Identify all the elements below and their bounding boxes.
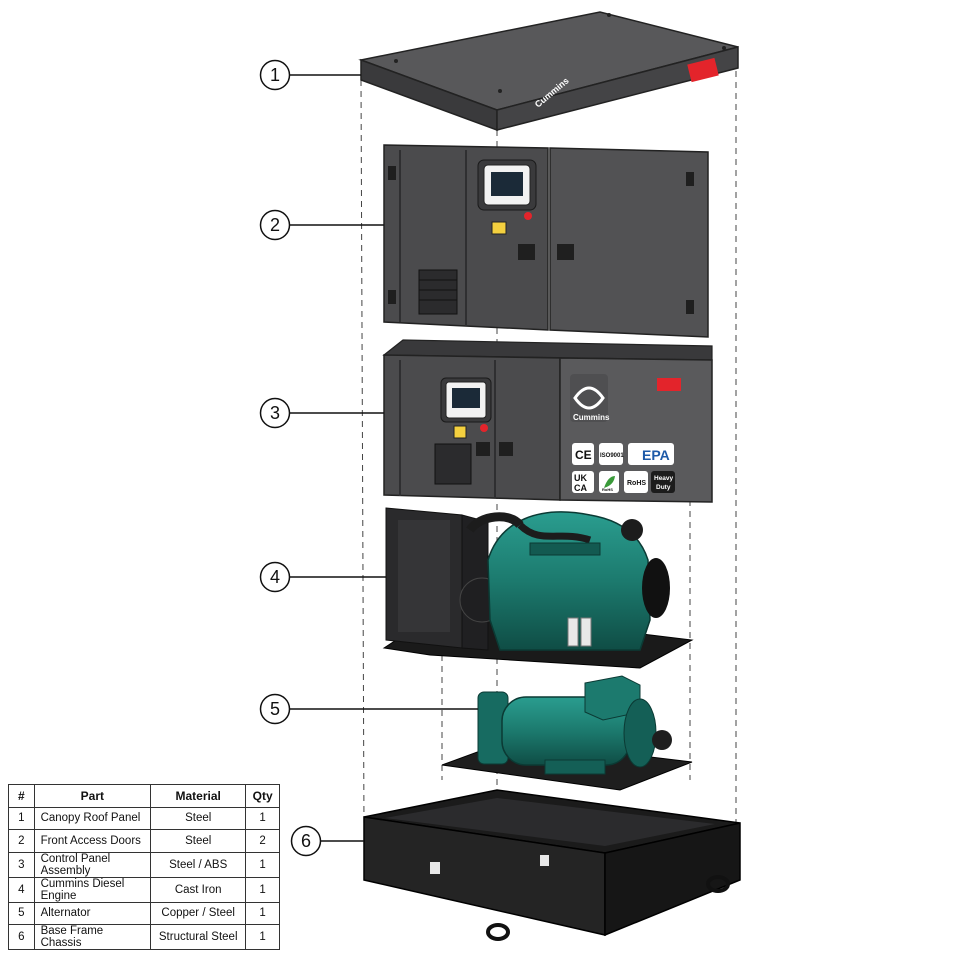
door-handle-right [557, 244, 574, 260]
callout-3-label: 3 [270, 403, 280, 423]
table-row: 6 Base Frame Chassis Structural Steel 1 [8, 924, 280, 950]
row-part: Cummins Diesel Engine [33, 876, 152, 903]
vent-grille [418, 269, 458, 315]
badge-epa: EPA [642, 447, 670, 463]
row-qty: 1 [245, 901, 280, 925]
badge-duty: Duty [656, 484, 671, 491]
callout-5: 5 [259, 693, 478, 725]
row-material: Copper / Steel [150, 901, 247, 925]
badge-rohs-leaf: RoHS [602, 487, 613, 492]
callout-6-label: 6 [301, 831, 311, 851]
row-qty: 1 [245, 924, 280, 950]
certification-badges: CE ISO9001 EPA UK CA RoHS RoHS Heavy Dut… [572, 443, 675, 493]
table-row: 2 Front Access Doors Steel 2 [8, 829, 280, 853]
callout-6: 6 [290, 825, 364, 857]
row-num: 5 [8, 901, 35, 925]
callout-2: 2 [259, 209, 384, 241]
badge-rohs: RoHS [627, 480, 646, 487]
header-part: Part [33, 784, 152, 808]
callout-4-label: 4 [270, 567, 280, 587]
header-material: Material [150, 784, 247, 808]
header-qty: Qty [245, 784, 280, 808]
canopy-roof-panel: Cummins [358, 11, 739, 132]
logo-wordmark: Cummins [573, 413, 610, 422]
callout-4: 4 [259, 561, 386, 593]
callout-3: 3 [259, 397, 384, 429]
table-row: 5 Alternator Copper / Steel 1 [8, 901, 280, 925]
badge-heavy: Heavy [654, 475, 674, 482]
warning-label [687, 57, 719, 83]
front-access-doors [383, 144, 709, 338]
row-part: Alternator [33, 901, 152, 925]
row-qty: 1 [245, 851, 280, 878]
diesel-engine [382, 507, 694, 669]
row-part: Canopy Roof Panel [33, 806, 152, 830]
badge-ukca-top: UK [574, 473, 587, 483]
header-num: # [8, 784, 35, 808]
alternator [441, 675, 693, 791]
parts-table: # Part Material Qty 1 Canopy Roof Panel … [8, 784, 280, 950]
row-num: 1 [8, 806, 35, 830]
table-row: 4 Cummins Diesel Engine Cast Iron 1 [8, 876, 280, 903]
warning-sticker [491, 221, 507, 235]
red-warning-label [657, 378, 681, 391]
door-handle-left [518, 244, 535, 260]
row-qty: 1 [245, 876, 280, 903]
callout-2-label: 2 [270, 215, 280, 235]
row-num: 2 [8, 829, 35, 853]
row-material: Cast Iron [150, 876, 247, 903]
leaf-icon [604, 476, 615, 488]
cummins-logo: Cummins [570, 374, 610, 422]
badge-iso9001: ISO9001 [600, 453, 624, 459]
callout-1-label: 1 [270, 65, 280, 85]
row-num: 4 [8, 876, 35, 903]
base-frame-chassis [363, 789, 741, 941]
badge-ce: CE [575, 448, 592, 462]
row-part: Base Frame Chassis [33, 924, 152, 950]
badge-ukca-bottom: CA [574, 483, 587, 493]
engine-block [487, 511, 651, 651]
row-part: Front Access Doors [33, 829, 152, 853]
row-num: 3 [8, 851, 35, 878]
row-qty: 1 [245, 806, 280, 830]
row-material: Steel [150, 806, 247, 830]
row-num: 6 [8, 924, 35, 950]
row-qty: 2 [245, 829, 280, 853]
row-material: Structural Steel [150, 924, 247, 950]
table-row: 1 Canopy Roof Panel Steel 1 [8, 806, 280, 830]
control-panel-assembly: Cummins CE ISO9001 EPA UK CA RoHS RoHS H… [382, 339, 713, 503]
table-header-row: # Part Material Qty [8, 784, 280, 808]
row-material: Steel / ABS [150, 851, 247, 878]
callout-1: 1 [259, 59, 361, 91]
callout-5-label: 5 [270, 699, 280, 719]
table-row: 3 Control Panel Assembly Steel / ABS 1 [8, 851, 280, 878]
row-material: Steel [150, 829, 247, 853]
row-part: Control Panel Assembly [33, 851, 152, 878]
